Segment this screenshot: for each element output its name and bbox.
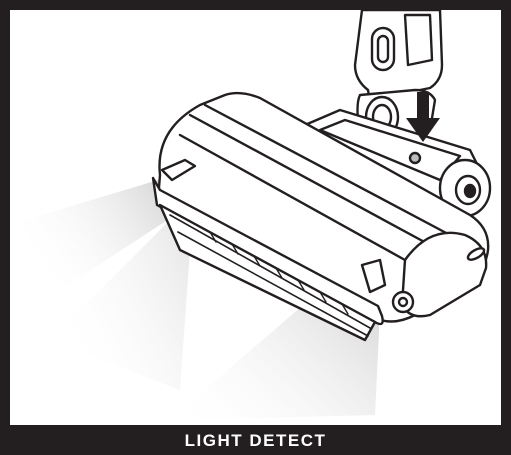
caption-bar: LIGHT DETECT [0, 425, 511, 455]
caption-label: LIGHT DETECT [184, 430, 327, 450]
headlight-right [360, 258, 387, 294]
light-beam-left [25, 180, 175, 310]
arrow-down-icon [406, 92, 440, 142]
headlight-left [160, 158, 197, 182]
light-beam-left-floor [50, 215, 190, 390]
vacuum-illustration [10, 10, 501, 425]
vacuum-floor-nozzle-icon [25, 10, 492, 420]
